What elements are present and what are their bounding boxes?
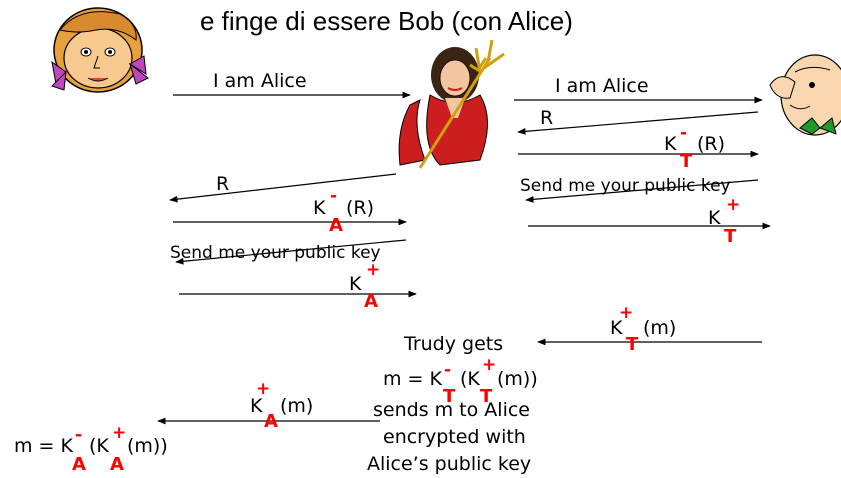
label-ktm-sub: T [626,334,639,355]
label-kt-plus-sign: + [726,195,740,215]
diagram-title: e finge di essere Bob (con Alice) [200,6,573,36]
eq1-plus: + [482,355,496,375]
arrow-trudy-to-alice-nonce [169,173,397,203]
label-i-am-alice-right: I am Alice [555,75,649,97]
label-sends-line3: Alice’s public key [367,453,531,475]
label-i-am-alice-left: I am Alice [213,70,307,92]
label-ka-plus-sign: + [366,260,380,280]
trudy-icon [398,39,505,169]
label-k-tr-minus: - [680,123,687,143]
label-k-tr-arg: (R) [697,133,725,155]
arrow-bob-to-trudy-key-request [525,179,759,203]
label-sends-line1: sends m to Alice [373,399,530,421]
label-k-tr-sub: T [680,151,693,172]
label-k-ar: K [313,197,326,219]
label-kt-plus-sub: T [724,226,737,247]
label-ktm-plus: + [619,303,633,323]
eq1-minus: - [444,360,451,380]
eq1-close: (m)) [497,368,538,390]
label-k-ar-arg: (R) [346,197,374,219]
label-send-key-right: Send me your public key [520,176,731,196]
eq2-plus: + [112,423,126,443]
label-kam: K [250,395,263,417]
eq1-open: (K [460,368,480,390]
bob-icon [769,54,841,136]
eq1-prefix: m = K [383,368,443,390]
label-kt-plus: K [708,207,721,229]
label-trudy-gets: Trudy gets [403,333,503,355]
label-r-right: R [540,107,553,129]
label-ka-plus: K [349,273,362,295]
eq1-sub2: T [480,386,493,407]
label-sends-line2: encrypted with [383,426,526,448]
arrow-bob-to-trudy-nonce [517,111,759,135]
label-k-tr: K [664,133,677,155]
label-ktm: K [610,317,623,339]
eq2-sub1: A [72,454,86,475]
eq2-close: (m)) [127,435,168,457]
label-kam-arg: (m) [280,395,313,417]
label-kam-sub: A [264,411,278,432]
eq1-sub1: T [443,386,456,407]
eq2-prefix: m = K [14,435,74,457]
label-ktm-arg: (m) [643,317,676,339]
label-k-ar-minus: - [330,186,337,206]
label-r-left: R [216,173,229,195]
label-ka-plus-sub: A [364,291,378,312]
eq2-sub2: A [110,454,124,475]
label-k-ar-sub: A [329,215,343,236]
eq2-minus: - [75,425,82,445]
alice-icon [51,7,149,93]
eq2-open: (K [89,435,109,457]
arrow-trudy-to-alice-key-request [175,239,407,265]
label-send-key-left: Send me your public key [170,243,381,263]
label-kam-plus: + [256,379,270,399]
